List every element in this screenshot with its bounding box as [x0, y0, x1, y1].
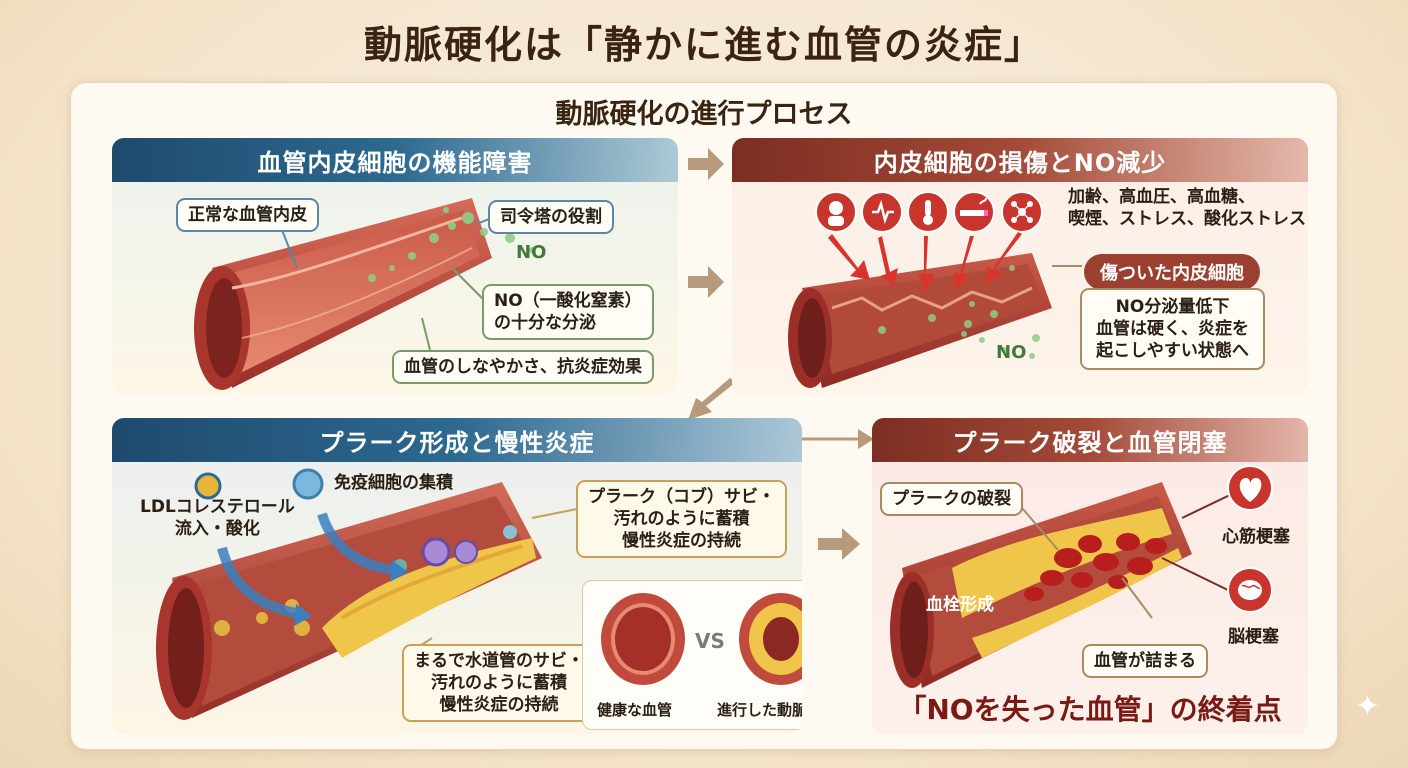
plaque-vessel-illustration [156, 468, 583, 720]
thermometer-icon [907, 191, 949, 233]
blood-pressure-icon [861, 191, 903, 233]
arrow-down-left-icon [688, 378, 736, 420]
callout-no-reduction-line1: NO分泌量低下 [1115, 297, 1230, 317]
ldl-line2: 流入・酸化 [174, 519, 260, 540]
panel-endothelial-damage: 内皮細胞の損傷とNO減少 [732, 138, 1308, 394]
callout-no-reduction-line2: 血管は硬く、炎症を [1096, 319, 1249, 340]
panel-4-heading: プラーク破裂と血管閉塞 [872, 418, 1308, 462]
reduced-no-bubbles [878, 265, 1040, 359]
page-title: 動脈硬化は「静かに進む血管の炎症」 [363, 23, 1044, 67]
callout-no-reduction: NO分泌量低下 血管は硬く、炎症を 起こしやすい状態へ [1080, 288, 1265, 371]
vessel-cross-sections [601, 593, 802, 685]
callout-plaque-top-line3: 慢性炎症の持続 [622, 531, 741, 552]
callout-flexibility: 血管のしなやかさ、抗炎症効果 [392, 350, 654, 385]
callout-no-line2: の十分な分泌 [494, 313, 596, 334]
immune-cell-label: 免疫細胞の集積 [334, 473, 453, 493]
risk-factors-text: 加齢、高血圧、高血糖、 喫煙、ストレス、酸化ストレス [1068, 186, 1306, 230]
advanced-vessel-label: 進行した動脈硬化 [717, 701, 802, 719]
damaged-vessel-illustration [788, 191, 1082, 388]
brain-icon [1227, 567, 1273, 613]
panel-3-heading: プラーク形成と慢性炎症 [112, 418, 802, 462]
panel-endothelial-dysfunction: 血管内皮細胞の機能障害 正常な血管内皮 司令塔の役割 NO NO（一酸化窒 [112, 138, 678, 394]
no-label: NO [996, 342, 1027, 363]
callout-no-line1: NO（一酸化窒素） [494, 291, 642, 311]
risk-factors-line1: 加齢、高血圧、高血糖、 [1068, 187, 1255, 207]
arrow-right-icon [818, 528, 860, 560]
healthy-vessel-label: 健康な血管 [597, 701, 673, 719]
thrombus-label: 血栓形成 [926, 595, 994, 615]
healthy-vessel-illustration [194, 198, 535, 390]
panel-1-heading: 血管内皮細胞の機能障害 [112, 138, 678, 182]
arrow-right-icon [688, 266, 724, 298]
aging-icon [815, 191, 857, 233]
vessel-comparison-box: VS 健康な血管 進行した動脈硬化 [582, 580, 802, 730]
ldl-line1: LDLコレステロール [140, 497, 295, 517]
callout-plaque-top-line2: 汚れのように蓄積 [613, 509, 750, 530]
healthy-cross-section [601, 593, 685, 685]
callout-vessel-blocked: 血管が詰まる [1082, 644, 1208, 679]
sparkle-icon: ✦ [1354, 689, 1380, 724]
stroke-label: 脳梗塞 [1228, 627, 1279, 647]
callout-plaque-bottom-line2: 汚れのように蓄積 [431, 673, 567, 694]
smoking-icon [953, 191, 995, 233]
risk-factor-icons [815, 191, 1043, 233]
conclusion-text: 「NOを失った血管」の終着点 [898, 693, 1282, 726]
callout-plaque-bottom-line3: 慢性炎症の持続 [439, 695, 559, 716]
arrow-right-icon [688, 148, 724, 180]
diagram-subtitle: 動脈硬化の進行プロセス [555, 99, 853, 130]
advanced-cross-section [739, 593, 802, 685]
ldl-particles [194, 472, 310, 636]
callout-no-reduction-line3: 起こしやすい状態へ [1096, 341, 1249, 362]
panel-2-heading: 内皮細胞の損傷とNO減少 [732, 138, 1308, 182]
risk-factors-line2: 喫煙、ストレス、酸化ストレス [1068, 209, 1306, 230]
callout-plaque-bottom-line1: まるで水道管のサビ・ [414, 651, 584, 671]
callout-no-secretion: NO（一酸化窒素） の十分な分泌 [482, 284, 654, 341]
ldl-label: LDLコレステロール 流入・酸化 [140, 496, 295, 540]
tag-damaged-endothelium: 傷ついた内皮細胞 [1084, 254, 1260, 290]
callout-plaque-bottom: まるで水道管のサビ・ 汚れのように蓄積 慢性炎症の持続 [402, 644, 596, 723]
ruptured-vessel-illustration [890, 465, 1273, 688]
damage-arrows [828, 232, 1022, 292]
callout-plaque-top: プラーク（コブ）サビ・ 汚れのように蓄積 慢性炎症の持続 [576, 480, 787, 559]
oxidative-molecule-icon [1001, 191, 1043, 233]
callout-normal-endothelium: 正常な血管内皮 [176, 198, 319, 233]
callout-plaque-top-line1: プラーク（コブ）サビ・ [588, 487, 775, 507]
no-label: NO [516, 242, 547, 263]
callout-commander-role: 司令塔の役割 [488, 200, 614, 235]
immune-cells [292, 468, 517, 573]
callout-plaque-rupture: プラークの破裂 [880, 482, 1023, 517]
panel-plaque-rupture: プラーク破裂と血管閉塞 [872, 418, 1308, 734]
panel-plaque-formation: プラーク形成と慢性炎症 LDLコレス [112, 418, 802, 734]
vs-label: VS [695, 629, 725, 653]
myocardial-infarction-label: 心筋梗塞 [1222, 527, 1290, 547]
heart-icon [1227, 465, 1273, 511]
